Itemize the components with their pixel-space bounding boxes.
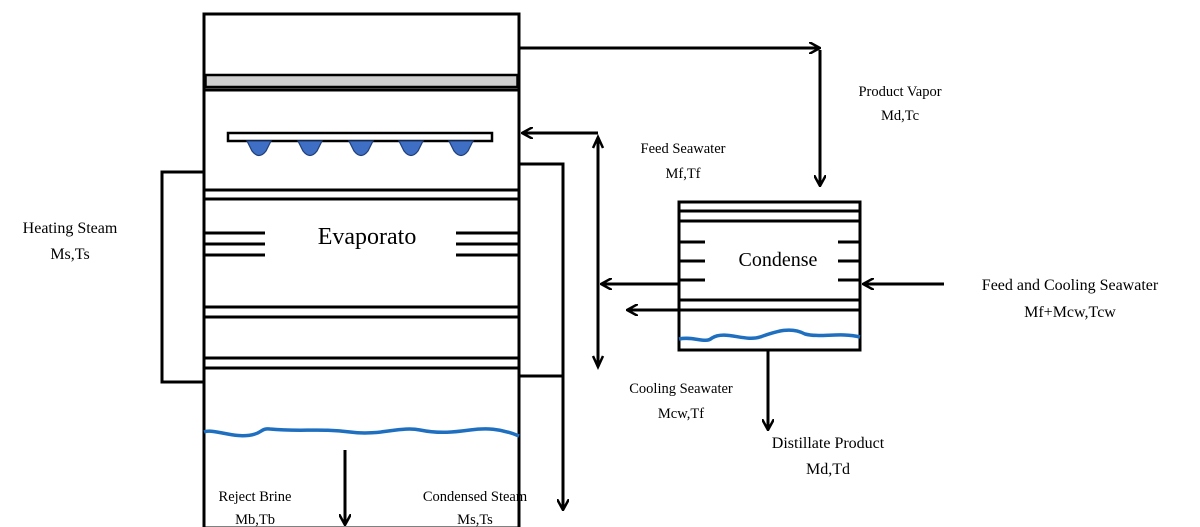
evaporator: Evaporato (202, 12, 521, 527)
label-product-vapor: Product Vapor Md,Tc (858, 84, 941, 124)
label-cooling-seawater: Cooling Seawater Mcw,Tf (629, 381, 733, 422)
spray-nozzle-icon (448, 140, 474, 157)
heating-steam-line (160, 170, 204, 384)
label-feed-cooling-seawater: Feed and Cooling Seawater Mf+Mcw,Tcw (982, 277, 1159, 321)
svg-text:Ms,Ts: Ms,Ts (457, 512, 493, 527)
spray-nozzles (246, 140, 474, 157)
spray-nozzle-icon (297, 140, 323, 157)
svg-text:Feed and Cooling Seawater: Feed and Cooling Seawater (982, 277, 1159, 294)
label-feed-seawater: Feed Seawater Mf,Tf (641, 141, 726, 182)
spray-nozzle-icon (246, 140, 272, 157)
svg-text:Feed Seawater: Feed Seawater (641, 141, 726, 157)
feed-arrowhead-up (591, 133, 605, 149)
svg-text:Mf+Mcw,Tcw: Mf+Mcw,Tcw (1024, 304, 1116, 321)
spray-nozzle-icon (398, 140, 424, 157)
spray-header (226, 131, 494, 143)
svg-text:Reject Brine: Reject Brine (219, 489, 292, 505)
feed-arrowhead-down (591, 355, 605, 371)
condenser-shell (677, 200, 862, 352)
label-condensed-steam: Condensed Steam Ms,Ts (423, 489, 528, 527)
evaporator-label: Evaporato (318, 224, 417, 250)
svg-text:Mb,Tb: Mb,Tb (235, 512, 275, 527)
label-distillate-product: Distillate Product Md,Td (772, 435, 885, 478)
condenser: Condense (677, 200, 862, 352)
svg-text:Mcw,Tf: Mcw,Tf (658, 406, 704, 422)
evaporator-tube-bundle (204, 188, 519, 370)
distillate-surface (678, 328, 861, 343)
svg-text:Cooling Seawater: Cooling Seawater (629, 381, 733, 397)
svg-text:Condensed Steam: Condensed Steam (423, 489, 528, 505)
condensed-steam-line (519, 162, 563, 510)
svg-text:Distillate Product: Distillate Product (772, 435, 885, 452)
svg-text:Md,Td: Md,Td (806, 461, 850, 478)
brine-surface (203, 427, 520, 438)
svg-text:Ms,Ts: Ms,Ts (50, 246, 89, 263)
spray-nozzle-icon (348, 140, 374, 157)
label-reject-brine: Reject Brine Mb,Tb (219, 489, 292, 527)
svg-text:Product Vapor: Product Vapor (858, 84, 941, 100)
condenser-label: Condense (739, 249, 818, 271)
demister-pad (204, 73, 519, 89)
svg-text:Md,Tc: Md,Tc (881, 108, 919, 124)
evaporator-shell (202, 12, 521, 527)
label-heating-steam: Heating Steam Ms,Ts (23, 220, 118, 263)
svg-text:Mf,Tf: Mf,Tf (665, 166, 700, 182)
svg-text:Heating Steam: Heating Steam (23, 220, 118, 237)
